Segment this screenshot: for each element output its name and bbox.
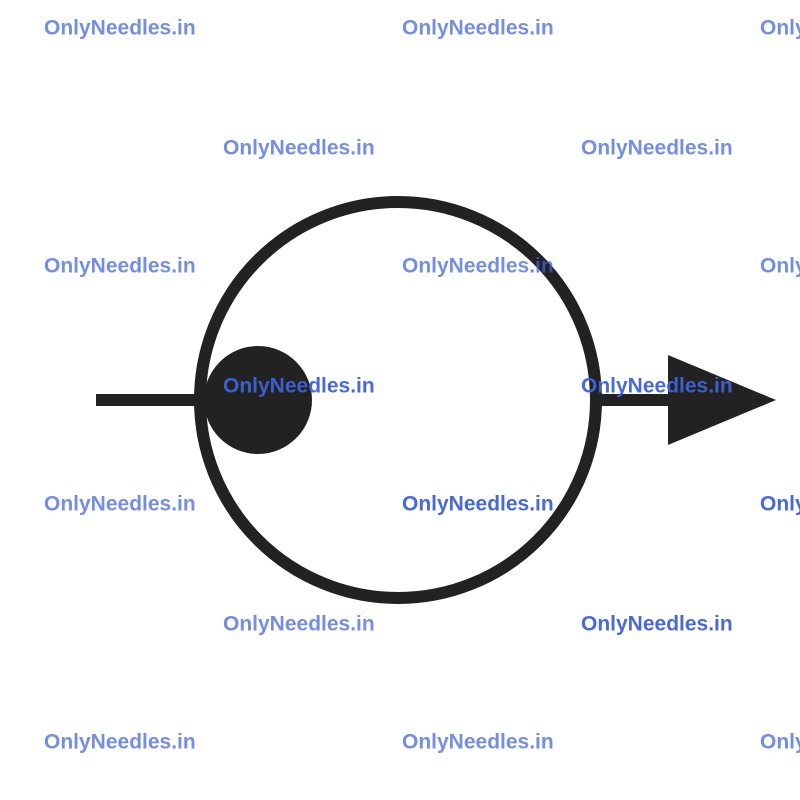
arrowhead <box>668 355 776 445</box>
filled-dot <box>204 346 312 454</box>
